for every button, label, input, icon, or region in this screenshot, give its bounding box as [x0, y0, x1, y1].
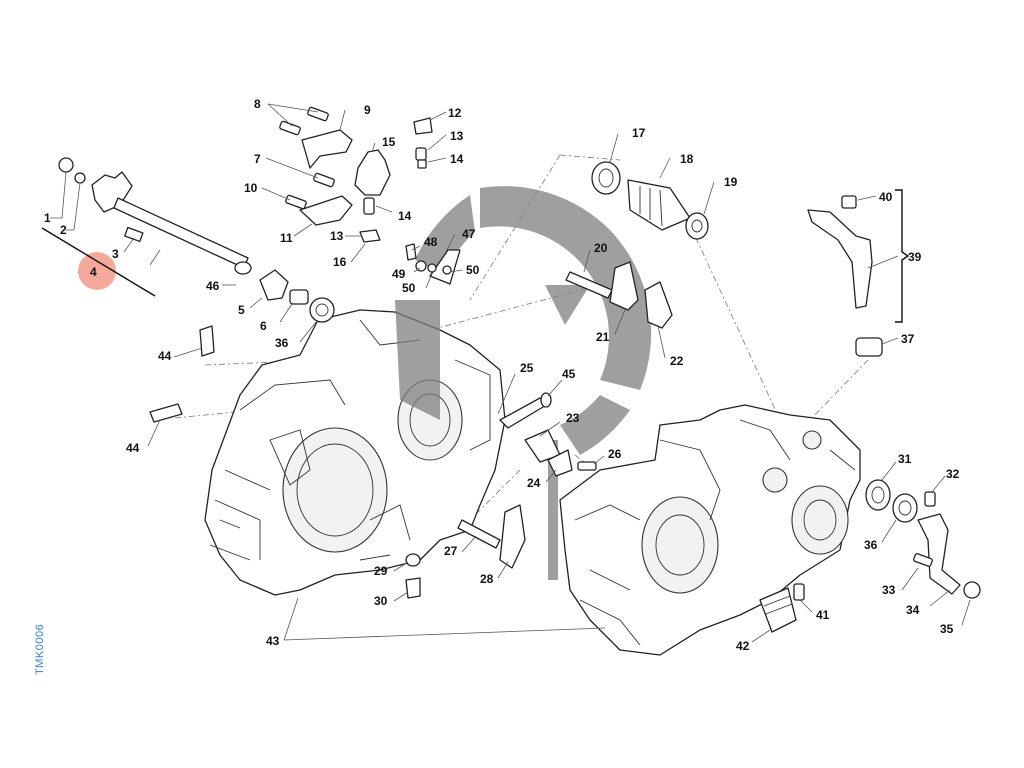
callout-37[interactable]: 37 [901, 332, 915, 346]
callout-24[interactable]: 24 [527, 476, 541, 490]
callout-21[interactable]: 21 [596, 330, 610, 344]
callout-18[interactable]: 18 [680, 152, 694, 166]
callout-12[interactable]: 12 [448, 106, 462, 120]
gearbox-parts [565, 133, 715, 359]
upper-parts [261, 103, 447, 263]
callout-43[interactable]: 43 [266, 634, 280, 648]
callout-41[interactable]: 41 [816, 608, 830, 622]
callout-1[interactable]: 1 [44, 211, 51, 225]
callout-47[interactable]: 47 [462, 227, 476, 241]
crankcase-leader [147, 347, 606, 641]
highlight-marker[interactable] [78, 252, 116, 290]
callout-8[interactable]: 8 [254, 97, 261, 111]
watermark-logo [395, 186, 652, 580]
callout-10[interactable]: 10 [244, 181, 258, 195]
callout-6[interactable]: 6 [260, 319, 267, 333]
callout-labels: 1 2 3 4 5 6 7 8 9 10 11 12 13 13 14 14 1… [44, 97, 960, 653]
callout-17[interactable]: 17 [632, 126, 646, 140]
callout-5[interactable]: 5 [238, 303, 245, 317]
callout-26[interactable]: 26 [608, 447, 622, 461]
callout-28[interactable]: 28 [480, 572, 494, 586]
drawing-code: TMK0006 [34, 623, 46, 675]
shift-lever-assembly [807, 189, 910, 357]
callout-36a[interactable]: 36 [275, 336, 289, 350]
callout-36b[interactable]: 36 [864, 538, 878, 552]
callout-14a[interactable]: 14 [450, 152, 464, 166]
callout-32[interactable]: 32 [946, 467, 960, 481]
detent-parts [405, 233, 463, 289]
callout-13b[interactable]: 13 [330, 229, 344, 243]
callout-50a[interactable]: 50 [466, 263, 480, 277]
callout-34[interactable]: 34 [906, 603, 920, 617]
callout-27[interactable]: 27 [444, 544, 458, 558]
callout-3[interactable]: 3 [112, 247, 119, 261]
callout-30[interactable]: 30 [374, 594, 388, 608]
callout-19[interactable]: 19 [724, 175, 738, 189]
callout-33[interactable]: 33 [882, 583, 896, 597]
callout-35[interactable]: 35 [940, 622, 954, 636]
callout-42[interactable]: 42 [736, 639, 750, 653]
callout-7[interactable]: 7 [254, 152, 261, 166]
callout-16[interactable]: 16 [333, 255, 347, 269]
callout-25[interactable]: 25 [520, 361, 534, 375]
callout-2[interactable]: 2 [60, 223, 67, 237]
callout-15[interactable]: 15 [382, 135, 396, 149]
callout-39[interactable]: 39 [908, 250, 922, 264]
callout-13a[interactable]: 13 [450, 129, 464, 143]
callout-14b[interactable]: 14 [398, 209, 412, 223]
gearshift-shaft-assembly [50, 157, 335, 423]
callout-49[interactable]: 49 [392, 267, 406, 281]
callout-45[interactable]: 45 [562, 367, 576, 381]
callout-50b[interactable]: 50 [402, 281, 416, 295]
callout-46[interactable]: 46 [206, 279, 220, 293]
callout-48[interactable]: 48 [424, 235, 438, 249]
middle-small-parts [393, 373, 605, 602]
callout-44b[interactable]: 44 [126, 441, 140, 455]
callout-23[interactable]: 23 [566, 411, 580, 425]
callout-4[interactable]: 4 [90, 265, 97, 279]
callout-9[interactable]: 9 [364, 103, 371, 117]
callout-40[interactable]: 40 [879, 190, 893, 204]
callout-44a[interactable]: 44 [158, 349, 172, 363]
callout-29[interactable]: 29 [374, 564, 388, 578]
crankcase-right-half [559, 404, 861, 656]
callout-22[interactable]: 22 [670, 354, 684, 368]
callout-11[interactable]: 11 [280, 231, 293, 245]
callout-31[interactable]: 31 [898, 452, 912, 466]
crankcase-left-half [204, 309, 506, 596]
item-4-bracket [41, 227, 156, 297]
right-side-parts [751, 461, 981, 643]
callout-20[interactable]: 20 [594, 241, 608, 255]
